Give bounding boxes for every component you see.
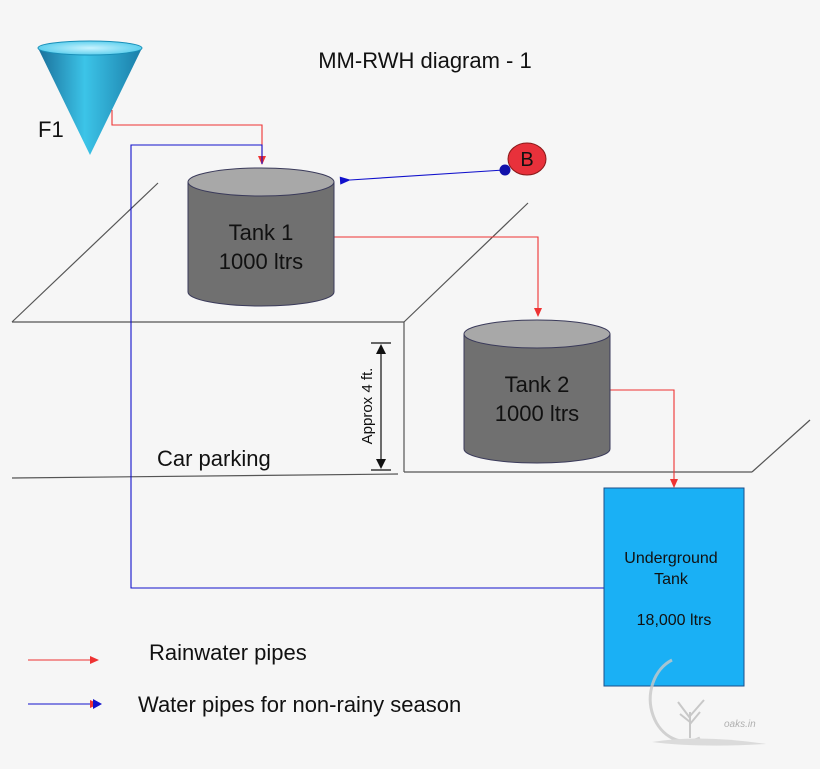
underground-tank [603,487,745,687]
tank-1-capacity: 1000 ltrs [219,249,303,274]
tank-2-capacity: 1000 ltrs [495,401,579,426]
building-outline [11,182,811,479]
car-parking-label: Car parking [157,446,271,471]
pipe-tank1-to-tank2 [334,236,542,317]
height-note: Approx 4 ft. [359,368,376,445]
legend-nonrain-label: Water pipes for non-rainy season [138,692,461,717]
legend: Rainwater pipes Water pipes for non-rain… [28,640,461,717]
pipe-source-b-to-tank1 [339,169,505,185]
badge-label: B [520,149,533,171]
height-dimension [371,342,391,471]
funnel-label: F1 [38,117,64,142]
funnel-icon [37,40,143,155]
underground-name-line2: Tank [654,571,689,588]
tank-2-name: Tank 2 [505,372,570,397]
diagram-title: MM-RWH diagram - 1 [318,48,532,73]
tank-1-name: Tank 1 [229,220,294,245]
pipe-underground-to-tank1 [130,144,604,589]
watermark-text: oaks.in [724,719,756,730]
underground-name-line1: Underground [624,550,717,567]
tank-1 [187,167,335,307]
pipe-tank2-to-underground [610,389,678,488]
tank-2 [463,319,611,464]
legend-rain-label: Rainwater pipes [149,640,307,665]
underground-capacity: 18,000 ltrs [637,612,712,629]
water-pipe-network [130,144,604,589]
pipe-funnel-to-tank1 [111,110,266,165]
water-source-badge [499,142,547,176]
tree-watermark-icon [648,658,766,746]
